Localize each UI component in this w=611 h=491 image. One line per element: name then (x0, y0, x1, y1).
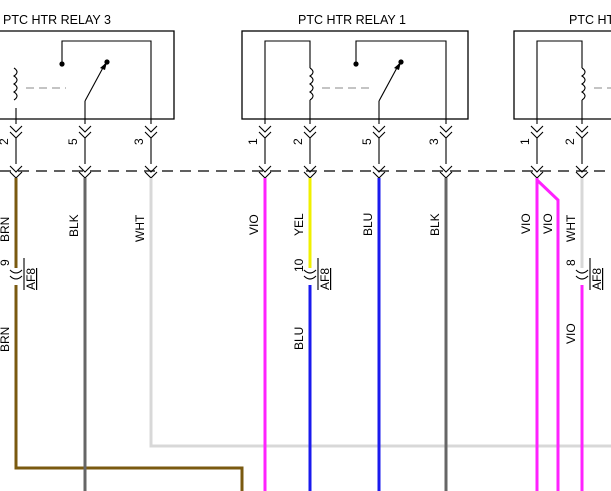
wire-vio-3 (535, 178, 560, 491)
label-wht-1: WHT (133, 214, 147, 242)
relay-3-title: PTC HTR RELAY 3 (3, 13, 111, 27)
relay-3-pin-3: 3 (132, 138, 146, 145)
relay-3-pin-5: 5 (66, 138, 80, 145)
relay-1-pin-5: 5 (360, 138, 374, 145)
relay-2-pin-1: 1 (518, 138, 532, 145)
label-blk-2: BLK (428, 213, 442, 236)
relay-ptc-htr-1: PTC HTR RELAY 1 (241, 13, 469, 124)
relay-2-title: PTC HT (569, 13, 611, 27)
relay-2-coil-icon (581, 67, 586, 101)
connector-af8-pin-8: 8 AF8 (564, 258, 604, 290)
relay-1-title: PTC HTR RELAY 1 (298, 13, 406, 27)
label-vio-lower: VIO (564, 323, 578, 344)
connector-name-af8-2: AF8 (318, 268, 332, 290)
wire-wht-1 (149, 178, 611, 448)
relay-1-pin-1: 1 (246, 138, 260, 145)
lower-terminals (9, 165, 589, 179)
connector-pin-8: 8 (564, 259, 578, 266)
connector-af8-pin-10: 10 AF8 (292, 258, 332, 290)
label-yel: YEL (292, 213, 306, 236)
relay-ptc-htr-2: PTC HT (513, 13, 611, 124)
label-blu: BLU (361, 213, 375, 236)
label-brn-lower: BRN (0, 327, 12, 352)
connector-name-af8-3: AF8 (590, 268, 604, 290)
relay-3-box (0, 30, 175, 120)
wire-brn-lower (14, 285, 244, 491)
connector-pin-9: 9 (0, 259, 12, 266)
relay-3-switch-icon (59, 40, 152, 124)
relay-1-switch-icon (353, 40, 447, 124)
relay-3-coil-icon (13, 67, 18, 101)
upper-terminals (9, 125, 589, 139)
connector-af8-pin-9: 9 AF8 (0, 258, 38, 290)
label-wht-2: WHT (564, 214, 578, 242)
label-blk-1: BLK (67, 214, 81, 237)
label-blu-lower: BLU (292, 327, 306, 350)
relay-2-pin-2: 2 (563, 138, 577, 145)
label-vio-2: VIO (519, 213, 533, 234)
relay-ptc-htr-3: PTC HTR RELAY 3 (0, 13, 175, 124)
relay-2-box (513, 30, 611, 120)
relay-1-pin-2: 2 (291, 138, 305, 145)
label-vio-3: VIO (541, 213, 555, 234)
connector-pin-10: 10 (292, 258, 306, 272)
label-vio-1: VIO (247, 214, 261, 235)
relay-3-pin-2: 2 (0, 138, 11, 145)
terminal-leads (15, 138, 583, 164)
pin-numbers: 2 5 3 1 2 5 3 1 2 (0, 138, 577, 145)
connector-name-af8-1: AF8 (24, 268, 38, 290)
relay-1-box (241, 30, 469, 120)
label-brn-upper: BRN (0, 217, 12, 242)
wire-labels: BRN BRN BLK WHT VIO YEL BLU BLU BLK VIO … (0, 213, 578, 352)
relay-1-pin-3: 3 (427, 138, 441, 145)
relay-1-coil-icon (309, 67, 314, 101)
